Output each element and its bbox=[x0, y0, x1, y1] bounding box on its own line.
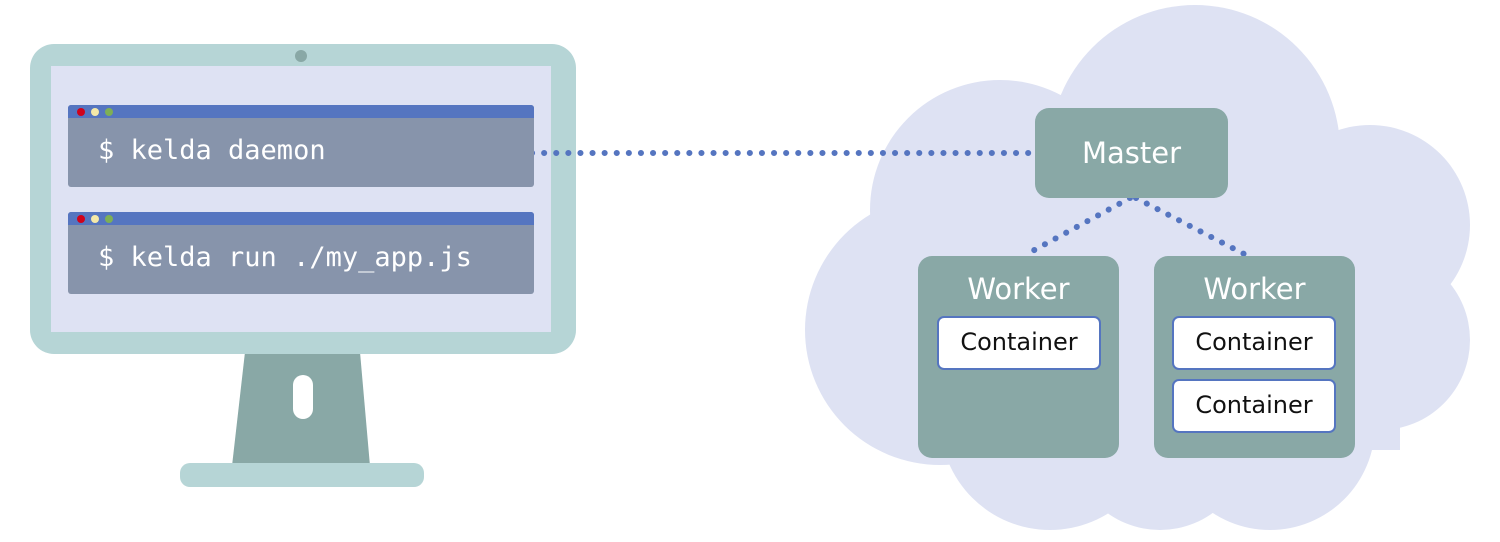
container-box: Container bbox=[1172, 379, 1336, 433]
maximize-dot-icon bbox=[105, 108, 113, 116]
close-dot-icon bbox=[77, 108, 85, 116]
master-label: Master bbox=[1081, 136, 1182, 170]
close-dot-icon bbox=[77, 215, 85, 223]
worker-node: Worker Container Container bbox=[1154, 256, 1355, 458]
worker-label: Worker bbox=[1203, 272, 1306, 306]
monitor-base bbox=[180, 463, 424, 487]
container-box: Container bbox=[1172, 316, 1336, 370]
webcam-icon bbox=[295, 50, 307, 62]
maximize-dot-icon bbox=[105, 215, 113, 223]
monitor-stand-hole bbox=[293, 375, 313, 419]
terminal-window: $ kelda run ./my_app.js bbox=[68, 212, 534, 294]
connectors bbox=[529, 150, 1251, 259]
terminal-titlebar bbox=[68, 105, 534, 118]
worker-label: Worker bbox=[967, 272, 1070, 306]
minimize-dot-icon bbox=[91, 108, 99, 116]
minimize-dot-icon bbox=[91, 215, 99, 223]
terminal-titlebar bbox=[68, 212, 534, 225]
cloud-shape bbox=[805, 5, 1470, 530]
connector-master-worker2 bbox=[1133, 195, 1251, 259]
terminal-window: $ kelda daemon bbox=[68, 105, 534, 187]
terminal-command: $ kelda daemon bbox=[98, 135, 326, 166]
master-node: Master bbox=[1035, 108, 1228, 198]
connector-master-worker1 bbox=[1024, 195, 1133, 257]
container-box: Container bbox=[937, 316, 1101, 370]
worker-node: Worker Container bbox=[918, 256, 1119, 458]
terminal-command: $ kelda run ./my_app.js bbox=[98, 242, 472, 273]
